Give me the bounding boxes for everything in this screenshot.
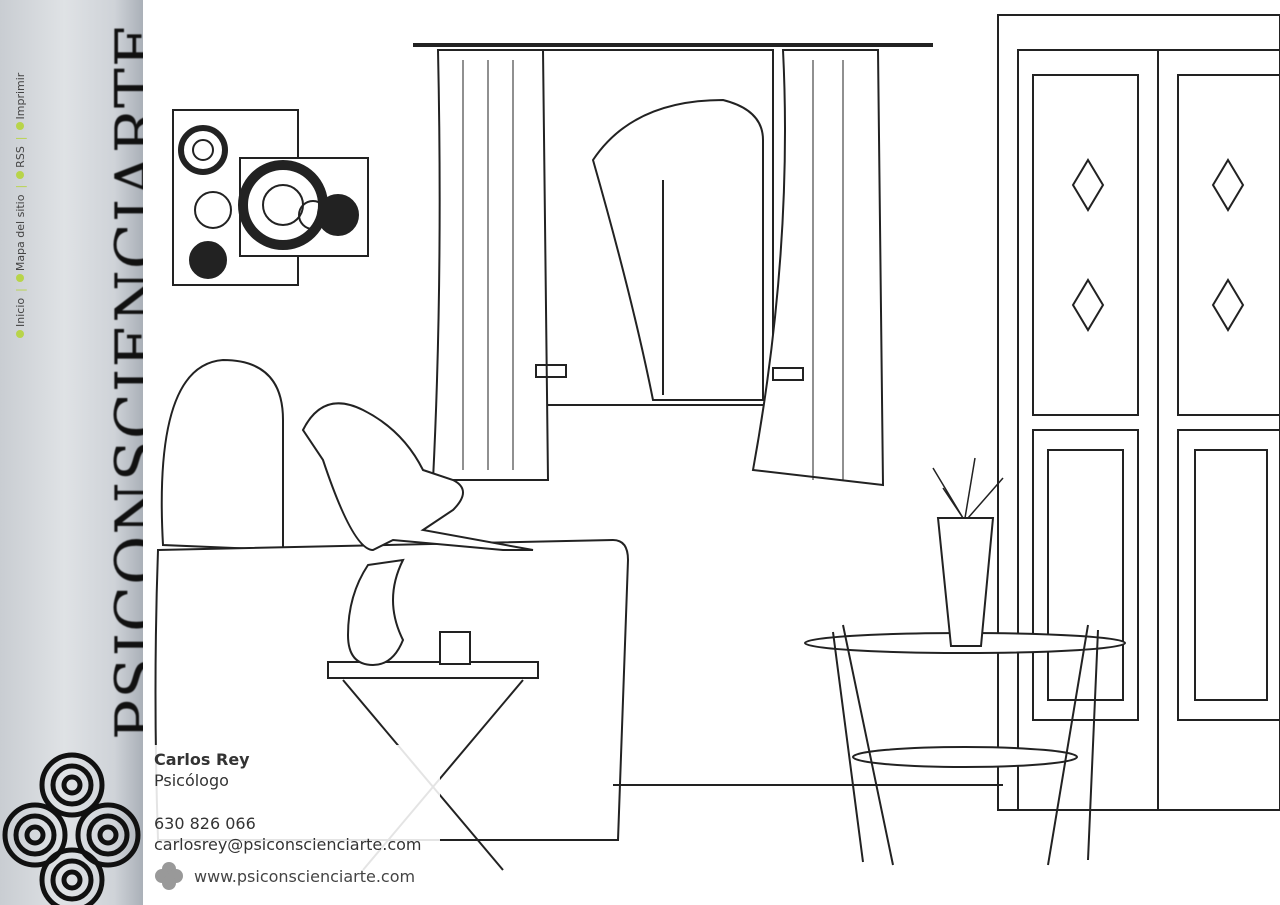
nav-imprimir[interactable]: Imprimir bbox=[14, 73, 27, 131]
print-icon bbox=[16, 122, 24, 131]
contact-card: Carlos Rey Psicólogo 630 826 066 carlosr… bbox=[145, 745, 440, 905]
wall-art bbox=[172, 109, 369, 286]
rss-icon bbox=[16, 170, 24, 179]
contact-phone[interactable]: 630 826 066 bbox=[154, 814, 256, 833]
door bbox=[997, 14, 1280, 811]
contact-email[interactable]: carlosrey@psiconscienciarte.com bbox=[154, 835, 422, 854]
nav-mapa[interactable]: Mapa del sitio bbox=[14, 195, 27, 283]
clover-logo-icon bbox=[155, 862, 183, 890]
coffee-table bbox=[804, 457, 1126, 866]
contact-name: Carlos Rey bbox=[154, 750, 250, 769]
home-icon bbox=[16, 330, 24, 338]
cat bbox=[301, 402, 534, 552]
contact-website[interactable]: www.psiconscienciarte.com bbox=[154, 861, 440, 891]
window bbox=[413, 43, 933, 487]
sidebar: PSICONSCIENCIARTE Inicio| Mapa del sitio… bbox=[0, 0, 143, 905]
sitemap-icon bbox=[16, 274, 24, 283]
contact-title: Psicólogo bbox=[154, 771, 229, 790]
spiral-logo-icon bbox=[2, 752, 141, 905]
site-logo-text[interactable]: PSICONSCIENCIARTE bbox=[103, 22, 143, 740]
nav-inicio[interactable]: Inicio bbox=[14, 298, 27, 338]
side-table bbox=[327, 558, 539, 871]
nav-rss[interactable]: RSS bbox=[14, 146, 27, 179]
top-nav: Inicio| Mapa del sitio| RSS| Imprimir bbox=[14, 73, 27, 338]
